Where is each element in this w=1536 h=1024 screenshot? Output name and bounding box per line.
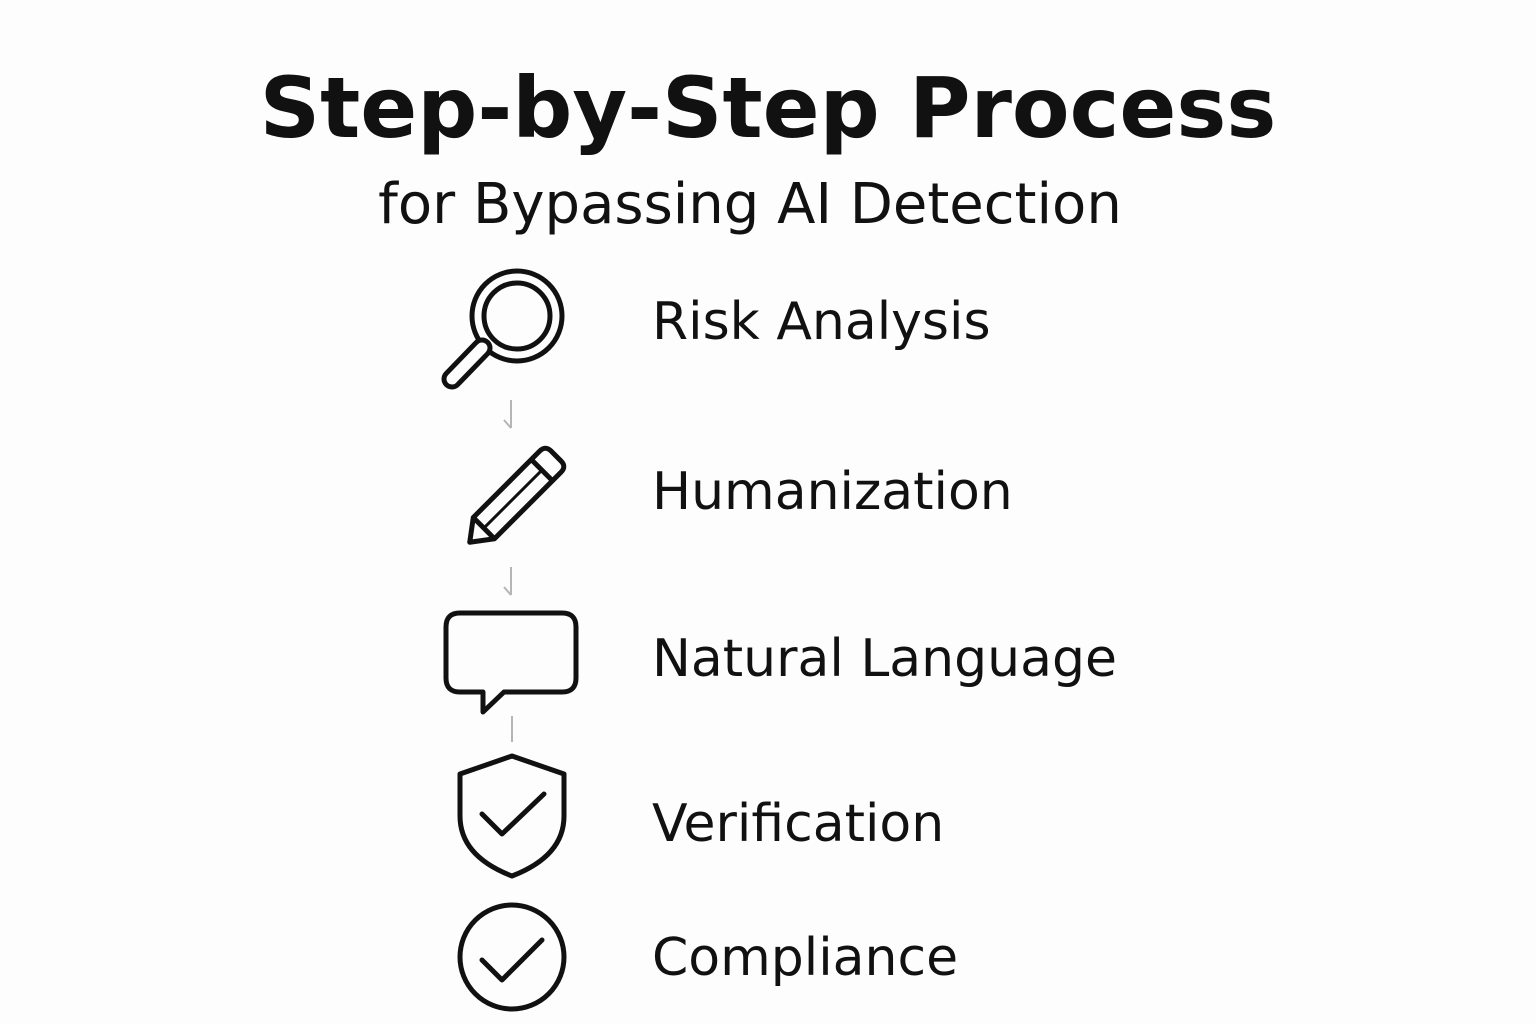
shield-check-icon xyxy=(457,753,567,879)
pencil-icon xyxy=(467,445,567,545)
step-label-humanization: Humanization xyxy=(652,462,1013,522)
step-connector xyxy=(503,567,512,596)
diagram-title: Step-by-Step Process xyxy=(259,59,1277,157)
step-label-risk-analysis: Risk Analysis xyxy=(652,292,991,352)
step-connector xyxy=(503,400,512,429)
speech-bubble-icon xyxy=(443,610,579,715)
step-label-verification: Verification xyxy=(652,794,945,854)
magnifying-glass-icon xyxy=(441,268,565,390)
step-label-compliance: Compliance xyxy=(652,928,959,988)
step-connector xyxy=(511,716,513,742)
diagram-subtitle: for Bypassing AI Detection xyxy=(378,172,1122,237)
circle-check-icon xyxy=(457,902,567,1012)
step-label-natural-language: Natural Language xyxy=(652,629,1117,689)
